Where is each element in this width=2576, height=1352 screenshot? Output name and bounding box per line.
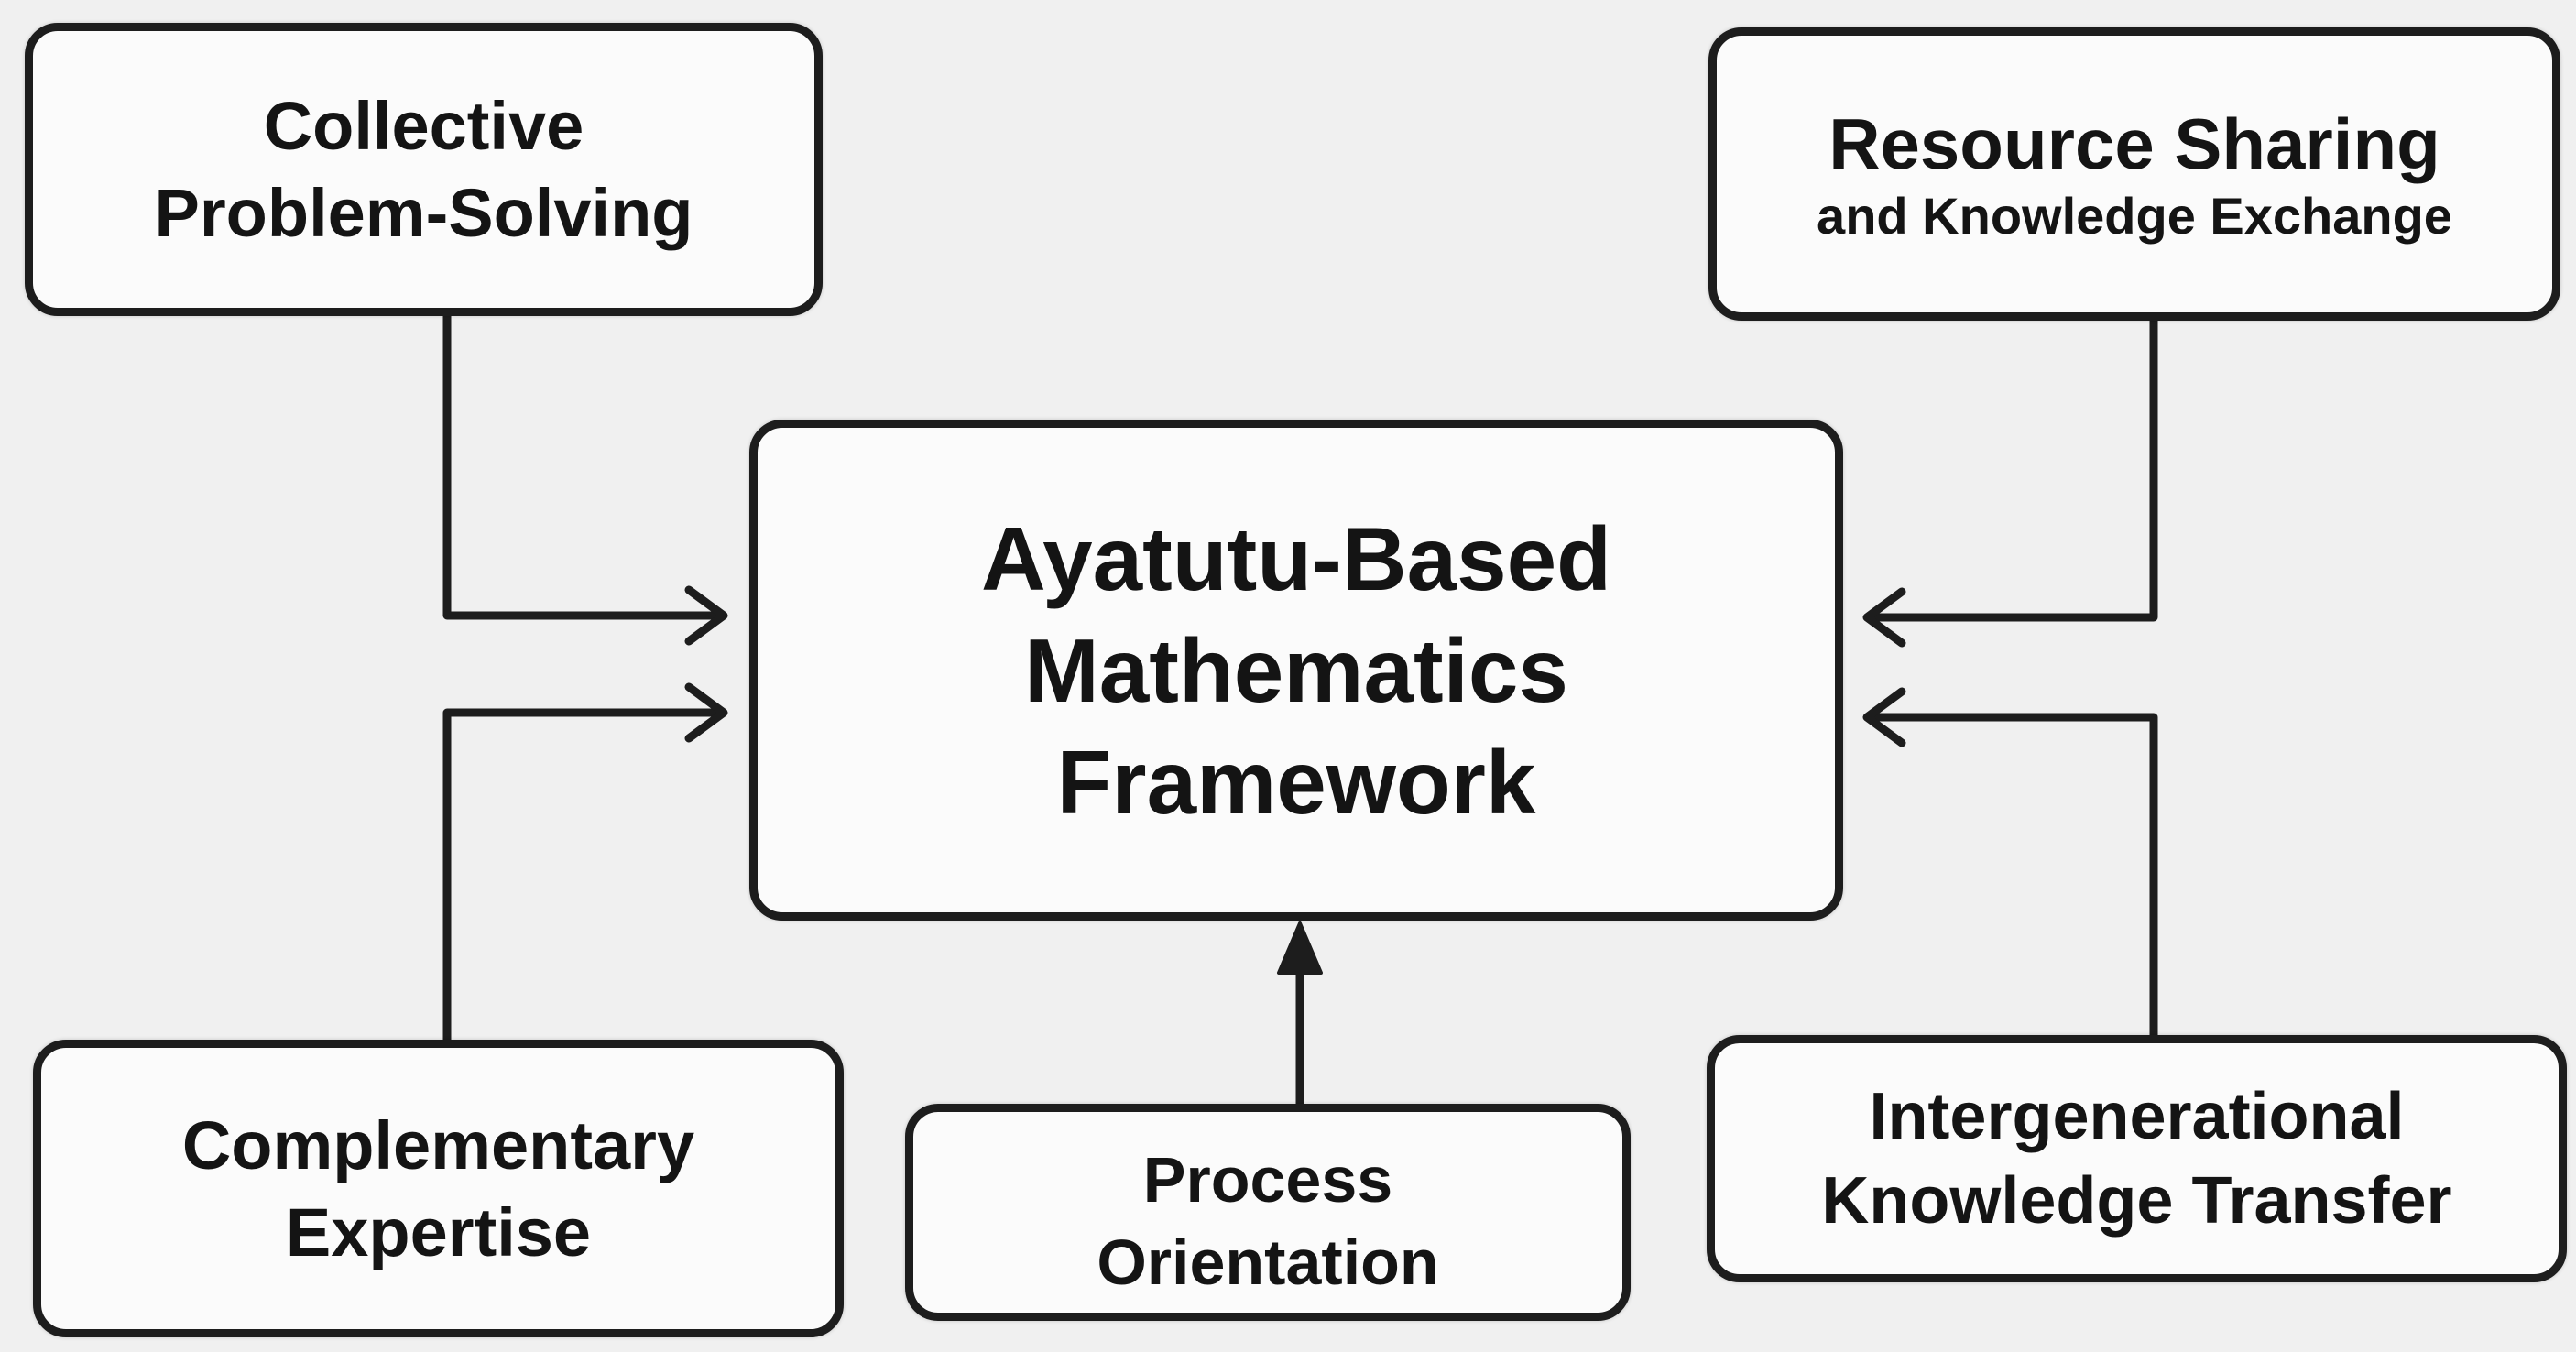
node-label: Process xyxy=(1142,1143,1393,1216)
connector-resource-to-framework xyxy=(1866,316,2158,622)
arrowhead-complementary-icon xyxy=(684,682,728,743)
node-resource-sharing: Resource Sharing and Knowledge Exchange xyxy=(1708,27,2560,321)
node-label: Orientation xyxy=(1097,1226,1439,1298)
arrowhead-intergenerational-icon xyxy=(1862,687,1906,747)
node-label: Mathematics xyxy=(1024,619,1568,721)
node-ayatutu-framework: Ayatutu-Based Mathematics Framework xyxy=(749,420,1843,921)
node-label: Resource Sharing xyxy=(1828,104,2440,184)
node-intergenerational-knowledge-transfer: Intergenerational Knowledge Transfer xyxy=(1707,1035,2567,1282)
arrowhead-process-icon xyxy=(1277,921,1323,975)
node-label: Framework xyxy=(1056,731,1536,833)
node-label: Intergenerational xyxy=(1869,1080,2405,1153)
node-sublabel: and Knowledge Exchange xyxy=(1817,187,2452,245)
node-label: Knowledge Transfer xyxy=(1821,1164,2452,1238)
node-collective-problem-solving: Collective Problem-Solving xyxy=(25,23,823,316)
node-label: Problem-Solving xyxy=(154,175,693,251)
connector-intergenerational-to-framework xyxy=(1866,713,2158,1040)
node-label: Expertise xyxy=(285,1194,592,1270)
connector-collective-to-framework xyxy=(442,311,725,620)
arrowhead-resource-icon xyxy=(1862,587,1906,648)
node-label: Collective xyxy=(263,88,584,164)
node-process-orientation: Process Orientation xyxy=(905,1104,1631,1321)
node-label: Ayatutu-Based xyxy=(981,507,1611,609)
node-complementary-expertise: Complementary Expertise xyxy=(33,1040,844,1337)
connector-complementary-to-framework xyxy=(442,708,725,1044)
node-label: Complementary xyxy=(181,1107,695,1183)
arrowhead-collective-icon xyxy=(684,585,728,646)
